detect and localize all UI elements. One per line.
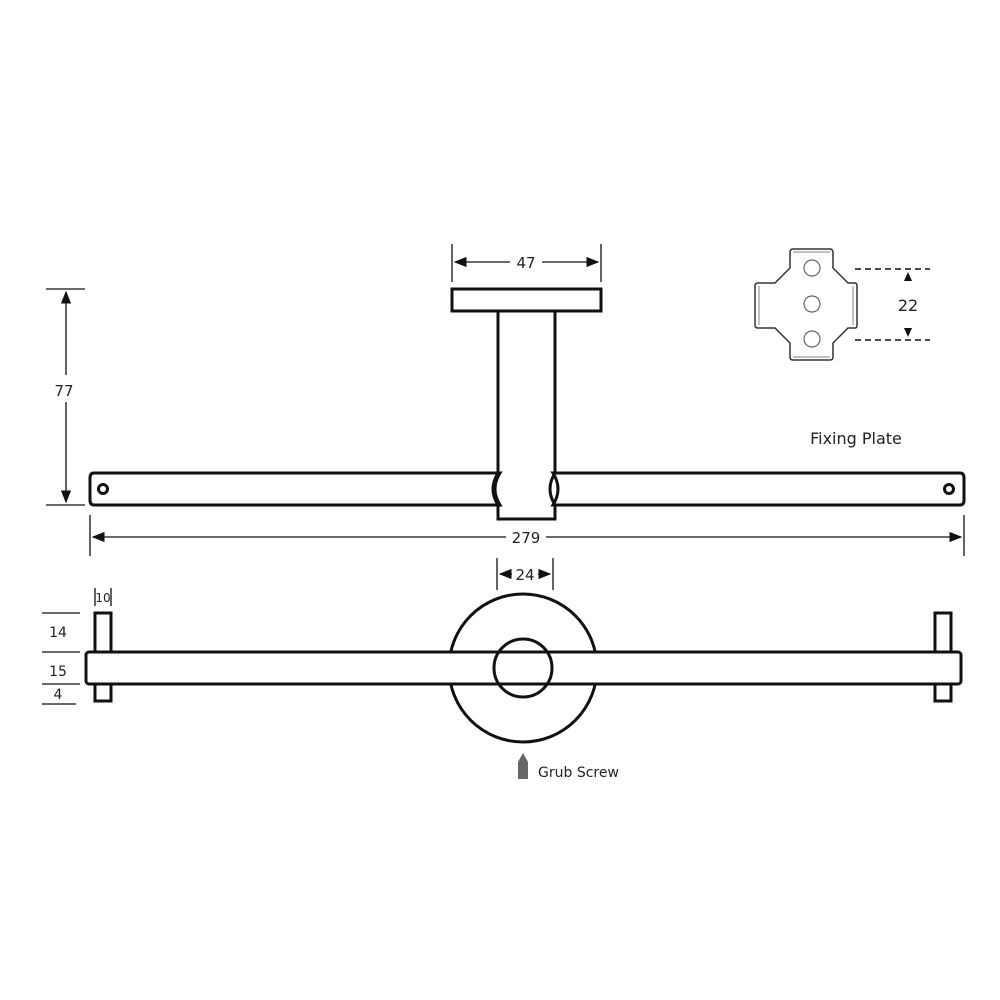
post-section <box>492 637 554 699</box>
grub-screw-icon <box>518 753 528 779</box>
dimension-label: 279 <box>512 529 541 547</box>
left-arm <box>88 471 503 507</box>
dimension-label: 4 <box>54 687 63 703</box>
dimension-label: 15 <box>49 664 67 680</box>
dimension-label: 47 <box>516 254 535 272</box>
side-dimensions: 14 15 4 <box>42 612 80 705</box>
dimension-77: 77 <box>46 288 85 506</box>
grub-screw-label: Grub Screw <box>538 765 619 781</box>
grub-screw-callout: Grub Screw <box>518 753 619 781</box>
dimension-279: 279 <box>89 515 965 556</box>
dimension-label: 24 <box>515 566 534 584</box>
dimension-label: 10 <box>95 591 110 605</box>
dimension-label: 22 <box>898 296 918 315</box>
front-elevation: 47 77 279 <box>46 244 966 556</box>
wall-plate <box>450 287 603 313</box>
dimension-47: 47 <box>451 244 602 282</box>
dimension-10: 10 <box>94 588 112 606</box>
right-arm <box>550 471 966 507</box>
fixing-plate-label: Fixing Plate <box>810 429 902 448</box>
dimension-24: 24 <box>496 558 554 590</box>
plan-view: 24 10 14 15 4 Grub Screw <box>42 558 963 781</box>
fixing-plate-detail: 22 Fixing Plate <box>754 248 930 448</box>
post <box>491 311 557 521</box>
dimension-label: 77 <box>54 382 73 400</box>
right-hole <box>943 483 955 495</box>
left-hole <box>97 483 109 495</box>
dimension-label: 14 <box>49 625 67 641</box>
